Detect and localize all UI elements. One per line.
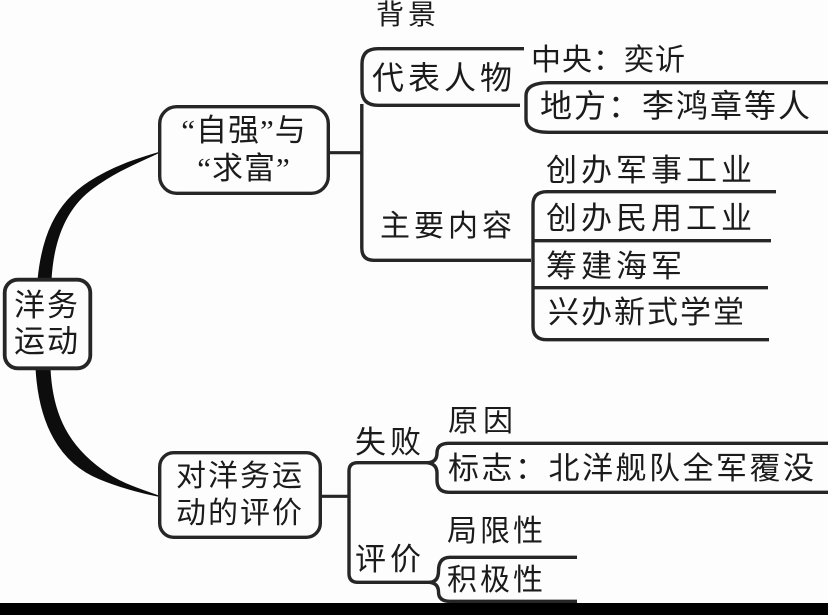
failure-reason: 原因 bbox=[448, 405, 518, 438]
content-item-1: 创办军事工业 bbox=[546, 153, 756, 188]
branch1-node-box bbox=[157, 104, 331, 195]
branch2-spine bbox=[347, 461, 430, 584]
root-label-line1: 洋务 bbox=[14, 288, 80, 323]
root-node: 洋务 运动 bbox=[4, 280, 90, 368]
root-label-line2: 运动 bbox=[14, 324, 80, 359]
bottom-letterbox-bar bbox=[0, 603, 828, 615]
evaluation-fork-bottom bbox=[428, 580, 577, 603]
branch-curve-upper bbox=[37, 152, 160, 281]
content-label: 主要内容 bbox=[380, 210, 516, 243]
root-node-box bbox=[2, 277, 93, 371]
figures-local: 地方：李鸿章等人 bbox=[540, 88, 813, 124]
failure-fork-top bbox=[426, 441, 828, 465]
figures-central: 中央：奕䜣 bbox=[531, 44, 686, 77]
figures-node-box bbox=[360, 47, 524, 107]
evaluation-label: 评价 bbox=[355, 542, 425, 577]
background-label: 背景 bbox=[376, 0, 441, 31]
branch1-label-line1: “自强”与 bbox=[181, 113, 307, 148]
content-item-3: 筹建海军 bbox=[546, 249, 686, 284]
evaluation-positive: 积极性 bbox=[447, 564, 546, 597]
failure-label: 失败 bbox=[355, 425, 425, 460]
content-item-2: 创办民用工业 bbox=[546, 201, 756, 236]
failure-fork-bottom bbox=[426, 461, 828, 494]
content-item-4: 兴办新式学堂 bbox=[548, 295, 746, 330]
branch2-node: 对洋务运 动的评价 bbox=[160, 453, 320, 537]
evaluation-limitation: 局限性 bbox=[447, 515, 546, 548]
content-children-bracket bbox=[531, 190, 776, 342]
branch-curve-lower bbox=[35, 367, 161, 497]
branch1-label-line2: “求富” bbox=[197, 151, 291, 186]
branch1-spine bbox=[360, 104, 531, 262]
branch2-label-line2: 动的评价 bbox=[176, 497, 304, 530]
figures-label: 代表人物 bbox=[372, 60, 517, 96]
evaluation-fork-top bbox=[428, 555, 577, 584]
failure-mark: 标志：北洋舰队全军覆没 bbox=[448, 451, 817, 486]
branch2-label-line1: 对洋务运 bbox=[176, 460, 304, 493]
figures-children-bracket bbox=[524, 81, 828, 134]
branch2-node-box bbox=[157, 451, 323, 540]
branch1-node: “自强”与 “求富” bbox=[160, 107, 328, 193]
